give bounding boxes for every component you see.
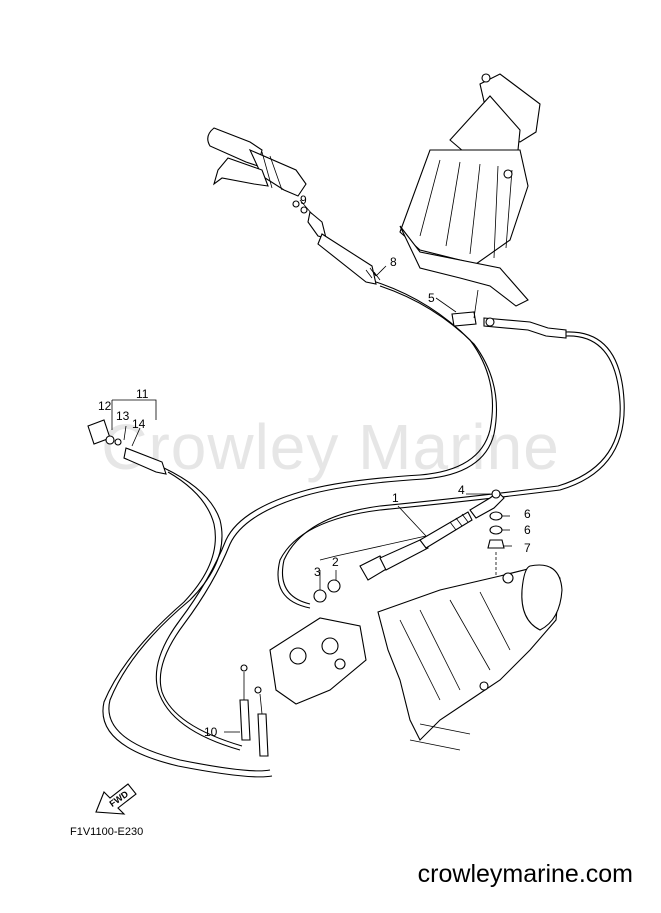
callout-9: 9 [300,193,307,207]
washers-nut [487,511,505,576]
website-link[interactable]: crowleymarine.com [417,860,633,888]
callout-2: 2 [332,555,339,569]
callout-14: 14 [132,417,146,431]
cable-end-11 [87,419,305,778]
leader-lines [111,199,512,733]
handlebar-grip [207,127,307,197]
bracket-10 [239,617,367,757]
callout-11: 11 [136,387,149,401]
callout-3: 3 [314,565,321,579]
steering-cable-right [277,317,625,609]
callout-7: 7 [524,541,531,555]
cable-assembly-1 [313,489,505,603]
callout-6a: 6 [524,507,531,521]
callout-numbers: 1 2 3 4 5 6 6 7 8 9 10 11 12 13 14 [98,193,531,739]
callout-13: 13 [116,409,130,423]
throttle-cable [292,200,497,497]
callout-4: 4 [458,483,465,497]
fwd-arrow-icon: FWD [95,783,137,815]
diagram-code: F1V1100-E230 [70,826,144,838]
callout-10: 10 [204,725,218,739]
jet-pump [377,564,563,751]
callout-5: 5 [428,291,435,305]
cable-joint-5 [451,289,479,327]
steering-column [399,73,541,307]
callout-8: 8 [390,255,397,269]
callout-6b: 6 [524,523,531,537]
callout-1: 1 [392,491,399,505]
callout-12: 12 [98,399,112,413]
